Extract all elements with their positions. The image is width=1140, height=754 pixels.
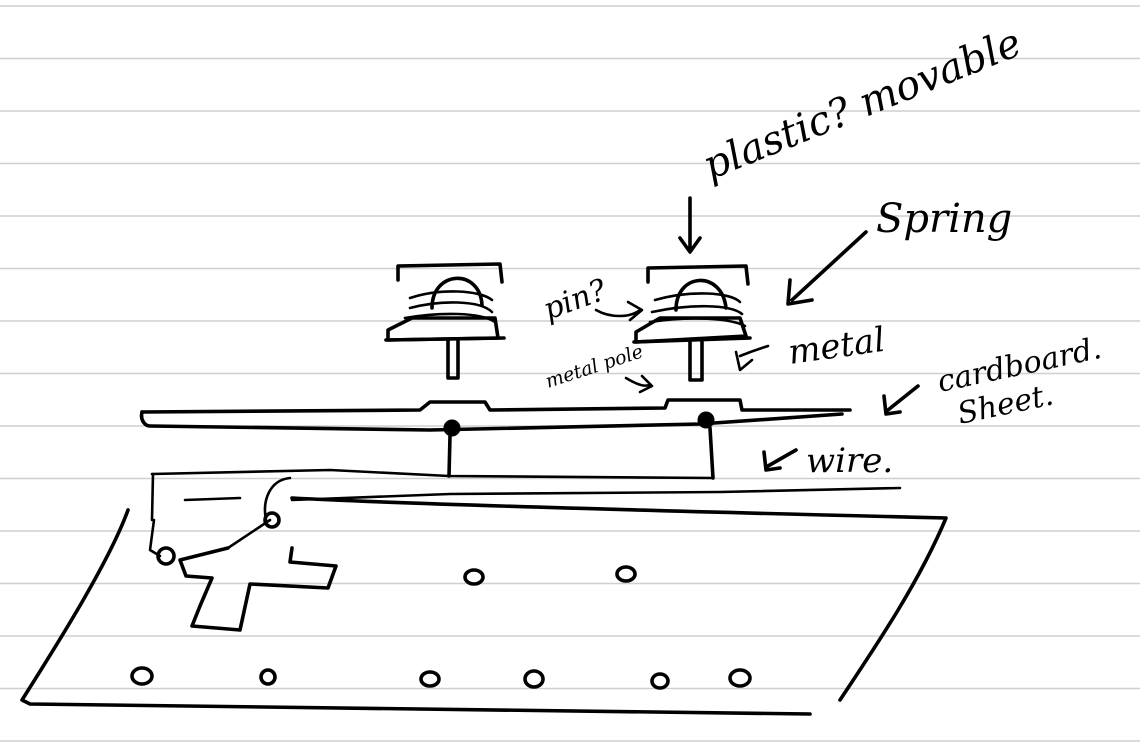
annotation-labels: plastic? movable Spring pin? metal metal… (539, 20, 1105, 481)
cross-cutout (178, 518, 338, 632)
left-button-assembly (384, 262, 506, 478)
label-metal: metal (786, 320, 888, 373)
right-button-assembly (632, 264, 752, 480)
label-pin: pin? (539, 272, 612, 327)
base-holes (130, 565, 752, 690)
right-rivet (697, 411, 715, 429)
annotation-arrows (594, 196, 920, 472)
base-board (20, 496, 948, 716)
notebook-ruled-lines (0, 5, 1140, 742)
label-metal-pole: metal pole (543, 341, 646, 393)
cardboard-sheet (139, 398, 852, 432)
label-spring: Spring (876, 196, 1012, 242)
label-wire: wire. (806, 441, 893, 481)
left-rivet (443, 419, 461, 437)
wire-path (148, 468, 902, 566)
